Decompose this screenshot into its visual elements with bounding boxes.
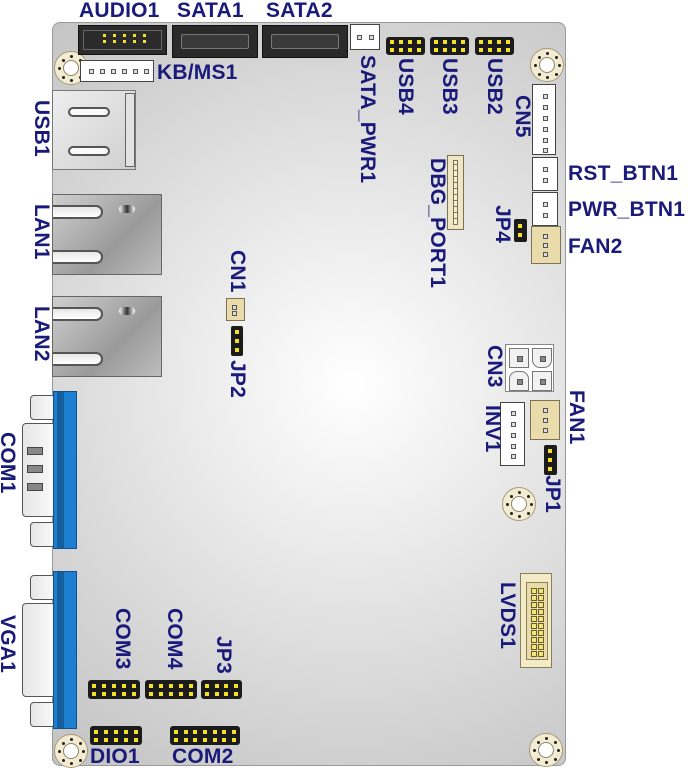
cn3-label: CN3 — [483, 345, 506, 388]
jp4-label: JP4 — [491, 205, 514, 243]
com4-header[interactable] — [145, 680, 197, 699]
inv1-label: INV1 — [481, 405, 504, 453]
vga1-screw-bottom — [30, 702, 56, 727]
sata1-label: SATA1 — [177, 0, 244, 22]
sata-pwr1-label: SATA_PWR1 — [356, 55, 379, 184]
vga1-shell — [22, 603, 56, 697]
sata2-connector[interactable] — [262, 25, 348, 58]
jp3-label: JP3 — [212, 636, 235, 674]
jp2-label: JP2 — [226, 360, 249, 398]
fan1-connector[interactable] — [530, 400, 560, 440]
motherboard — [52, 22, 566, 766]
lan1-label: LAN1 — [30, 204, 53, 260]
jp4-jumper[interactable] — [514, 219, 527, 242]
lan2-port[interactable] — [52, 296, 162, 377]
com3-label: COM3 — [111, 608, 134, 670]
audio1-label: AUDIO1 — [79, 0, 160, 22]
cn5-label: CN5 — [511, 95, 534, 138]
mounting-hole-top-right — [530, 48, 564, 82]
usb1-label: USB1 — [30, 100, 53, 157]
lan1-port[interactable] — [52, 194, 162, 275]
rst-btn1-connector[interactable] — [532, 157, 558, 191]
inv1-connector[interactable] — [500, 402, 525, 466]
pwr-btn1-label: PWR_BTN1 — [568, 198, 686, 221]
jp3-jumper[interactable] — [201, 680, 242, 699]
jp1-label: JP1 — [541, 475, 564, 513]
mounting-hole-bottom-left — [54, 734, 88, 768]
usb1-port[interactable] — [52, 90, 136, 170]
dio1-label: DIO1 — [90, 745, 140, 768]
usb3-label: USB3 — [438, 58, 461, 115]
com2-header[interactable] — [170, 726, 240, 745]
jp1-jumper[interactable] — [544, 445, 557, 475]
jp2-jumper[interactable] — [231, 326, 243, 356]
mounting-hole-bottom-right — [529, 733, 563, 767]
usb4-label: USB4 — [394, 58, 417, 115]
fan2-connector[interactable] — [531, 226, 561, 264]
lvds1-label: LVDS1 — [496, 582, 519, 650]
lvds1-connector[interactable] — [520, 573, 552, 668]
rst-btn1-label: RST_BTN1 — [568, 162, 679, 185]
lan2-label: LAN2 — [30, 306, 53, 362]
mounting-hole-mid-right — [502, 487, 536, 521]
cn3-connector[interactable] — [505, 344, 554, 392]
cn1-label: CN1 — [226, 250, 249, 293]
vga1-port[interactable] — [53, 571, 77, 729]
com1-port[interactable] — [53, 391, 77, 549]
usb4-header[interactable] — [386, 37, 425, 55]
com3-header[interactable] — [88, 680, 140, 699]
sata2-label: SATA2 — [266, 0, 333, 22]
sata-pwr1-connector[interactable] — [350, 24, 380, 50]
dbg-port1-label: DBG_PORT1 — [426, 158, 449, 289]
kbms1-label: KB/MS1 — [157, 61, 238, 84]
com2-label: COM2 — [172, 745, 234, 768]
usb2-header[interactable] — [475, 37, 514, 55]
vga1-label: VGA1 — [0, 615, 19, 673]
usb2-label: USB2 — [483, 58, 506, 115]
fan1-label: FAN1 — [565, 390, 588, 445]
cn1-connector[interactable] — [226, 298, 245, 321]
com1-label: COM1 — [0, 432, 19, 494]
dbg-port1-connector[interactable] — [447, 155, 464, 230]
com1-shell — [22, 423, 56, 517]
cn5-connector[interactable] — [532, 84, 556, 155]
fan2-label: FAN2 — [568, 235, 623, 258]
kbms1-connector[interactable] — [80, 60, 154, 82]
audio1-connector[interactable] — [78, 25, 167, 55]
dio1-header[interactable] — [90, 726, 142, 745]
usb3-header[interactable] — [430, 37, 469, 55]
pwr-btn1-connector[interactable] — [532, 192, 558, 226]
sata1-connector[interactable] — [172, 25, 258, 58]
com4-label: COM4 — [163, 608, 186, 670]
